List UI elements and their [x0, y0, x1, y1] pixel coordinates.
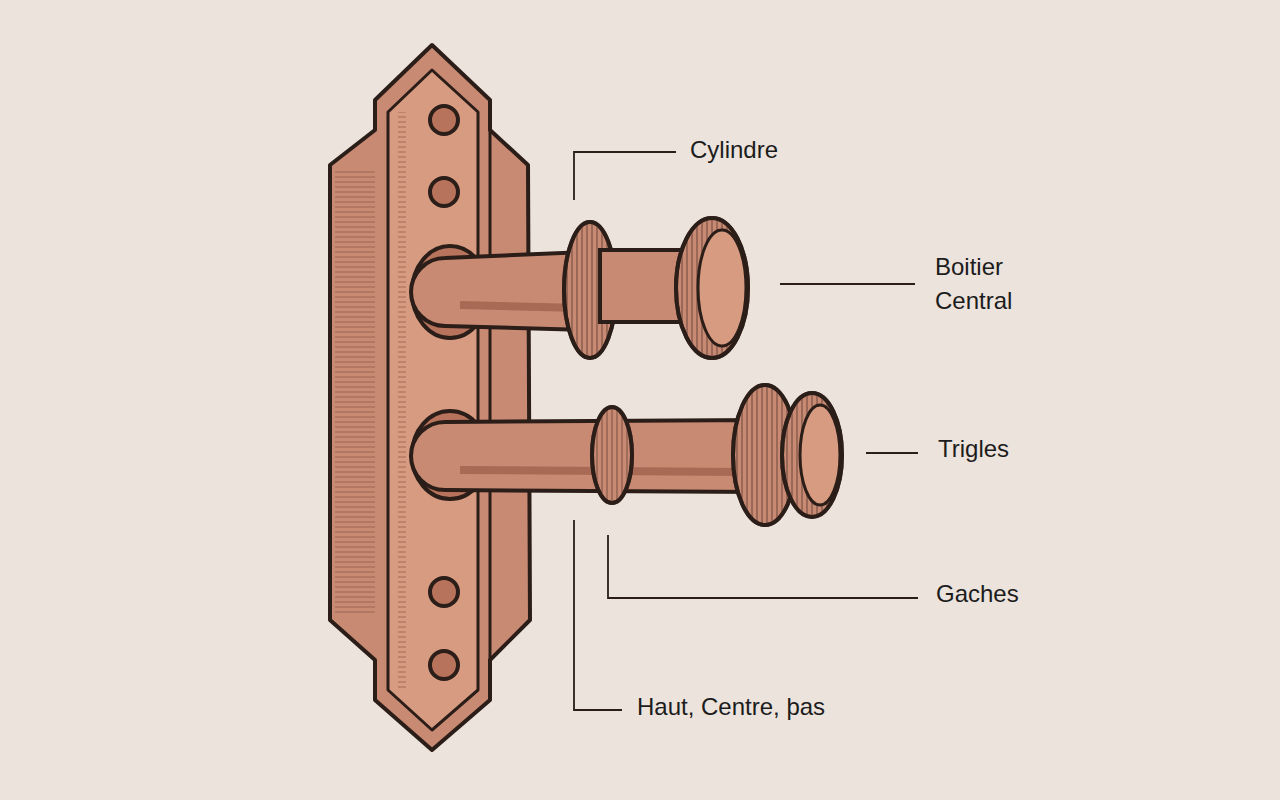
mounting-plate [330, 45, 530, 750]
part-label: Cylindre [690, 133, 778, 167]
part-label: Trigles [938, 432, 1009, 466]
part-label: Gaches [936, 577, 1019, 611]
part-label: Boitier Central [935, 250, 1055, 317]
cylinder-knob [411, 218, 748, 358]
part-label: Haut, Centre, þas [637, 690, 825, 724]
rod-knob [411, 385, 842, 525]
leader-lines [574, 152, 918, 710]
